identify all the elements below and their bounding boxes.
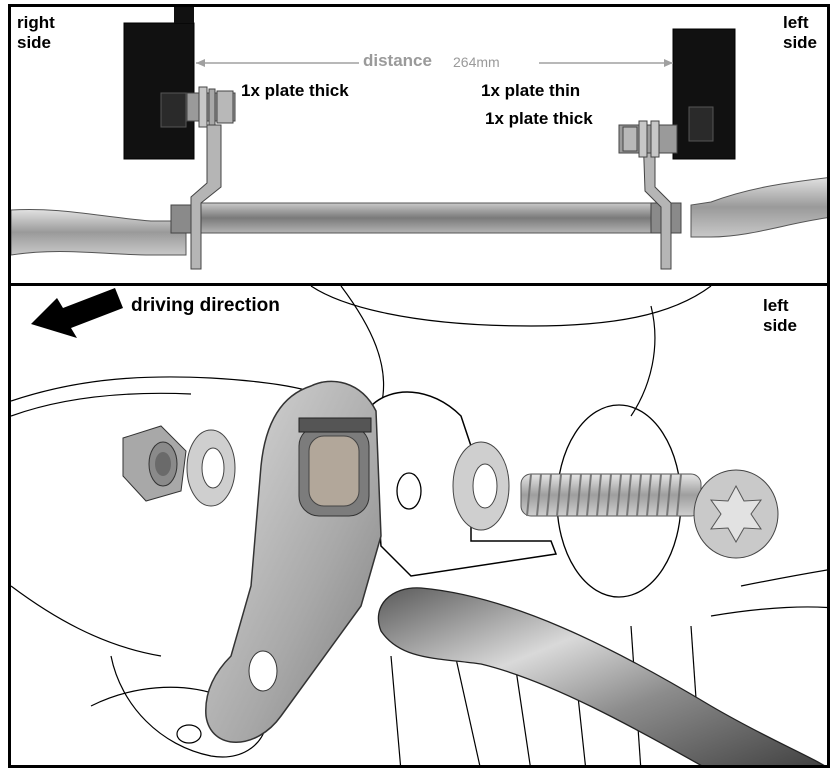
- arrow-left-icon: [31, 288, 123, 338]
- top-view-panel: right side left side distance 264mm 1x p…: [8, 4, 830, 286]
- mount-outline: [110, 655, 267, 758]
- left-side-label-line2: side: [783, 33, 818, 52]
- lock-nut: [122, 425, 187, 502]
- plate-thick-right-label: 1x plate thick: [241, 81, 349, 100]
- distance-value: 264mm: [453, 54, 500, 70]
- right-side-label-line1: right: [17, 13, 55, 32]
- detail-view-drawing: [11, 286, 827, 765]
- plate-thick-left-label: 1x plate thick: [485, 109, 593, 128]
- frame-tube: [377, 587, 825, 765]
- detail-view-panel: driving direction left side: [8, 283, 830, 768]
- right-side-label-line2: side: [17, 33, 52, 52]
- driving-direction-label: driving direction: [131, 295, 280, 316]
- left-side-detail-label-line2: side: [763, 316, 798, 335]
- frame-tube-right: [11, 208, 187, 256]
- plate-bracket: [205, 380, 382, 743]
- axle: [195, 202, 652, 234]
- motor-right: [123, 22, 195, 160]
- frame-line-art: [11, 286, 827, 765]
- torx-bolt: [520, 469, 779, 559]
- washer-right: [452, 441, 510, 531]
- top-view-drawing: [11, 7, 827, 270]
- frame-tube-left: [690, 177, 827, 238]
- washer-left: [186, 429, 236, 507]
- left-side-label-line1: left: [783, 13, 809, 32]
- left-side-detail-label-line1: left: [763, 296, 789, 315]
- plate-thin-left-label: 1x plate thin: [481, 81, 581, 100]
- distance-label: distance: [363, 51, 432, 70]
- bracket-right: [190, 124, 222, 270]
